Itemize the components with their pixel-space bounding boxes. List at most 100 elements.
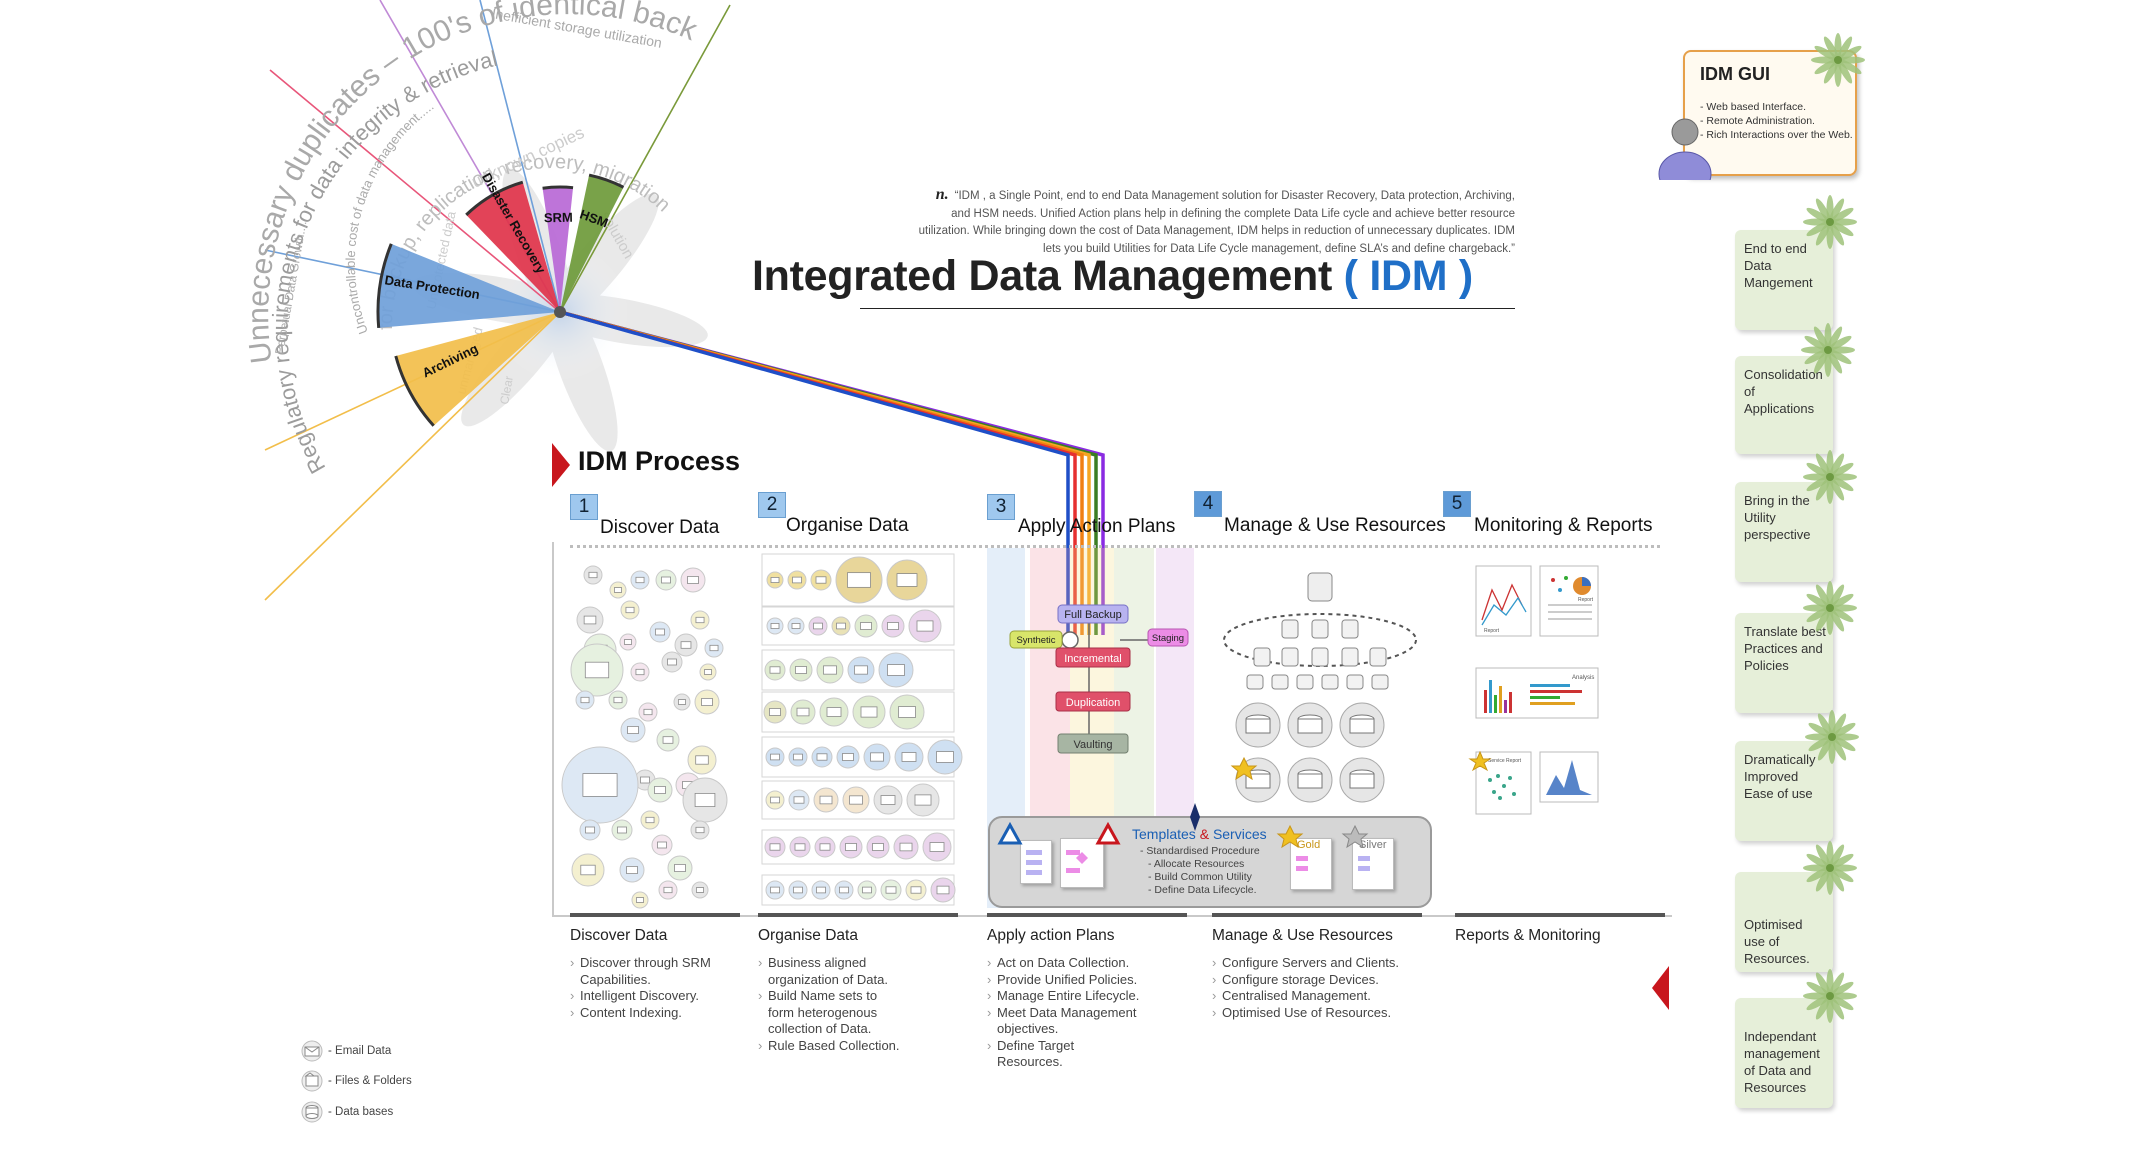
database-icon: [301, 1101, 323, 1123]
step-1-number: 1: [570, 494, 598, 520]
gui-item: - Rich Interactions over the Web.: [1700, 129, 1853, 141]
benefit-card: Independant management of Data and Resou…: [1735, 998, 1833, 1108]
gui-item: - Web based Interface.: [1700, 101, 1807, 113]
user-avatar-icon: [1658, 118, 1712, 180]
process-arrow-icon: [552, 443, 570, 487]
email-icon: [301, 1040, 323, 1062]
list-item: Provide Unified Policies.: [987, 972, 1142, 989]
fan-segment-edge: [394, 355, 435, 427]
column-3-list: Act on Data Collection. Provide Unified …: [987, 955, 1142, 1071]
fan-segment: [542, 187, 574, 312]
step-3-number: 3: [987, 494, 1015, 520]
step-2-number: 2: [758, 492, 786, 518]
title-close-paren: ): [1458, 252, 1473, 300]
list-item: Content Indexing.: [570, 1005, 720, 1022]
column-1-list: Discover through SRM Capabilities. Intel…: [570, 955, 720, 1021]
list-item: Define Target Resources.: [987, 1038, 1142, 1071]
fan-hub: [554, 306, 566, 318]
templates-title-b: Services: [1212, 826, 1267, 842]
list-item: Manage Entire Lifecycle.: [987, 988, 1142, 1005]
step-5-title: Monitoring & Reports: [1474, 515, 1653, 536]
silver-label: Silver: [1359, 839, 1387, 851]
benefit-card: Optimised use of Resources.: [1735, 872, 1833, 972]
step-2-title: Organise Data: [786, 515, 909, 536]
template-document-1: [1020, 840, 1052, 884]
fan-segment-edge: [376, 243, 393, 328]
process-title: IDM Process: [578, 446, 741, 476]
column-5-heading: Reports & Monitoring: [1455, 927, 1601, 944]
list-item: Optimised Use of Resources.: [1212, 1005, 1432, 1022]
legend-files-label: - Files & Folders: [328, 1075, 412, 1087]
folder-icon: [301, 1070, 323, 1092]
column-3-heading: Apply action Plans: [987, 927, 1115, 944]
column-3-underline: [987, 913, 1187, 917]
fan-segment-edge: [588, 173, 625, 189]
benefit-card: Dramatically Improved Ease of use: [1735, 741, 1833, 841]
templates-title: Templates & Services: [1132, 826, 1267, 842]
column-4-heading: Manage & Use Resources: [1212, 927, 1393, 944]
title-abbr: IDM: [1369, 252, 1448, 300]
title-divider: [860, 308, 1515, 309]
list-item: Intelligent Discovery.: [570, 988, 720, 1005]
benefit-card: Bring in the Utility perspective: [1735, 482, 1833, 582]
legend-icons: [301, 1040, 323, 1123]
idm-definition: n.“IDM , a Single Point, end to end Data…: [915, 186, 1515, 258]
benefit-card: Translate best Practices and Policies: [1735, 613, 1833, 713]
legend-email-label: - Email Data: [328, 1045, 392, 1057]
column-1-underline: [570, 913, 740, 917]
column-2-list: Business aligned organization of Data. B…: [758, 955, 903, 1054]
column-4-list: Configure Servers and Clients. Configure…: [1212, 955, 1432, 1021]
benefit-card: Consolidation of Applications: [1735, 356, 1833, 454]
fan-segment: [395, 312, 560, 426]
template-item: - Standardised Procedure: [1140, 845, 1260, 857]
column-2-heading: Organise Data: [758, 927, 858, 944]
column-1-heading: Discover Data: [570, 927, 668, 944]
templates-title-amp: &: [1199, 826, 1210, 842]
list-item: Act on Data Collection.: [987, 955, 1142, 972]
definition-text: “IDM , a Single Point, end to end Data M…: [918, 190, 1515, 255]
templates-title-a: Templates: [1132, 826, 1196, 842]
list-item: Rule Based Collection.: [758, 1038, 903, 1055]
list-item: Business aligned organization of Data.: [758, 955, 903, 988]
column-4-underline: [1212, 913, 1422, 917]
step-4-number: 4: [1194, 491, 1222, 517]
template-item: - Build Common Utility: [1148, 871, 1252, 883]
template-item: - Define Data Lifecycle.: [1148, 884, 1257, 896]
template-document-2: [1060, 838, 1104, 888]
fan-segment: [560, 175, 624, 312]
fan-segment-edge: [465, 180, 524, 216]
benefit-card: End to end Data Mangement: [1735, 230, 1833, 330]
step-3-title: Apply Action Plans: [1018, 516, 1176, 537]
list-item: Meet Data Management objectives.: [987, 1005, 1142, 1038]
fan-segment-edge: [542, 185, 574, 190]
gold-label: Gold: [1297, 839, 1321, 851]
step-1-title: Discover Data: [600, 517, 720, 538]
fan-segment: [466, 182, 560, 312]
definition-marker: n.: [935, 186, 949, 203]
template-item: - Allocate Resources: [1148, 858, 1245, 870]
page-title: Integrated Data Management ( IDM ): [752, 252, 1473, 301]
idm-gui-title: IDM GUI: [1700, 64, 1770, 84]
title-main: Integrated Data Management: [752, 252, 1332, 300]
process-end-arrow-icon: [1652, 966, 1669, 1010]
step-5-number: 5: [1443, 491, 1471, 517]
column-2-underline: [758, 913, 958, 917]
list-item: Centralised Management.: [1212, 988, 1432, 1005]
process-dotted-rule: [570, 545, 1660, 548]
gui-item: - Remote Administration.: [1700, 115, 1815, 127]
fan-segment: [378, 243, 560, 328]
column-5-underline: [1455, 913, 1665, 917]
step-4-title: Manage & Use Resources: [1224, 515, 1446, 536]
strand-line: [559, 310, 1070, 635]
fan-segment-label: SRM: [544, 210, 573, 226]
list-item: Configure Servers and Clients.: [1212, 955, 1432, 972]
legend-databases-label: - Data bases: [328, 1106, 394, 1118]
list-item: Build Name sets to form heterogenous col…: [758, 988, 903, 1038]
list-item: Configure storage Devices.: [1212, 972, 1432, 989]
action-plan-strands: [559, 310, 1105, 635]
arc-clear: Clear: [497, 375, 516, 406]
list-item: Discover through SRM Capabilities.: [570, 955, 720, 988]
title-open-paren: (: [1343, 252, 1358, 300]
